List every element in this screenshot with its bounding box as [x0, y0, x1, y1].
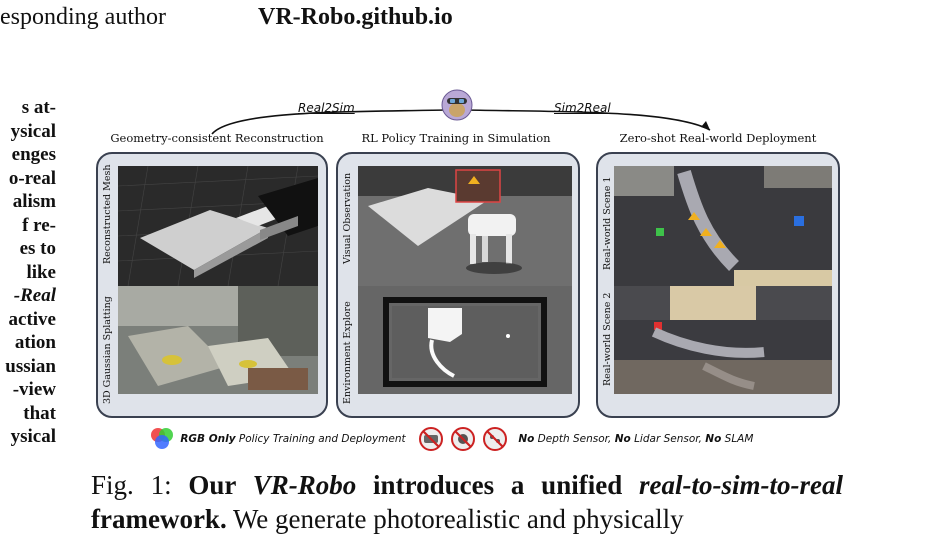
caption-bold-3: framework.	[91, 504, 227, 534]
rgb-only-desc: Policy Training and Deployment	[236, 433, 406, 445]
label-real-world-scene-1: Real-world Scene 1	[602, 177, 613, 270]
left-column-line: s at-	[0, 96, 56, 120]
slam-text: SLAM	[721, 433, 753, 445]
left-column-line: enges	[0, 143, 56, 167]
left-column-line: es to	[0, 237, 56, 261]
left-column-line: o-real	[0, 167, 56, 191]
caption-bold-1: Our	[188, 470, 252, 500]
panel-title-deployment: Zero-shot Real-world Deployment	[598, 131, 838, 145]
caption-bold-2: introduces a unified	[356, 470, 639, 500]
panel-training: Visual Observation Environment Explore	[336, 152, 580, 418]
no-depth-sensor-icon	[420, 428, 442, 450]
left-column-line: like	[0, 261, 56, 285]
left-column-line: ussian	[0, 355, 56, 379]
depth-sensor-text: Depth Sensor,	[534, 433, 614, 445]
no-lidar-sensor-icon	[452, 428, 474, 450]
no-slam-icon	[484, 428, 506, 450]
figure-1: Real2Sim Sim2Real Geometry-consistent Re…	[92, 88, 844, 453]
caption-normal: We generate photorealistic and physicall…	[227, 504, 684, 534]
left-column-line: active	[0, 308, 56, 332]
left-column-line: f re-	[0, 214, 56, 238]
panel-reconstruction: Reconstructed Mesh 3D Gaussian Splatting	[96, 152, 328, 418]
gaussian-splatting-image	[118, 286, 318, 394]
label-real-world-scene-2: Real-world Scene 2	[602, 293, 613, 386]
no-label-1: No	[518, 433, 534, 445]
label-gaussian-splatting: 3D Gaussian Splatting	[102, 296, 113, 404]
left-column-line: alism	[0, 190, 56, 214]
rgb-only-label: RGB Only	[180, 433, 235, 445]
panel-title-reconstruction: Geometry-consistent Reconstruction	[106, 131, 328, 145]
left-column-line: ation	[0, 331, 56, 355]
label-visual-observation: Visual Observation	[342, 173, 353, 264]
caption-fig-label: Fig. 1:	[91, 470, 188, 500]
panel-title-training: RL Policy Training in Simulation	[336, 131, 576, 145]
left-column-line: that	[0, 402, 56, 426]
label-environment-explore: Environment Explore	[342, 301, 353, 404]
caption-vr-robo: VR-Robo	[253, 470, 357, 500]
real-world-scene-2-image	[614, 286, 832, 394]
figure-legend: RGB Only Policy Training and Deployment …	[147, 426, 753, 452]
no-label-2: No	[615, 433, 631, 445]
lidar-sensor-text: Lidar Sensor,	[631, 433, 706, 445]
panel-deployment: Real-world Scene 1 Real-world Scene 2	[596, 152, 840, 418]
reconstructed-mesh-image	[118, 166, 318, 286]
caption-real-to-sim: real-to-sim-to-real	[639, 470, 843, 500]
left-column-line: ysical	[0, 120, 56, 144]
real-world-scene-1-image	[614, 166, 832, 286]
label-reconstructed-mesh: Reconstructed Mesh	[102, 165, 113, 265]
left-column-line: -Real	[0, 284, 56, 308]
no-sensor-icons	[417, 426, 513, 452]
environment-explore-image	[358, 286, 572, 394]
visual-observation-image	[358, 166, 572, 286]
robot-dog-avatar-icon	[442, 90, 472, 120]
project-url[interactable]: VR-Robo.github.io	[258, 4, 453, 31]
real2sim-label: Real2Sim	[298, 101, 355, 115]
sim2real-label: Sim2Real	[554, 101, 611, 115]
header-author-note: esponding author	[0, 4, 166, 31]
left-column-line: -view	[0, 378, 56, 402]
figure-caption: Fig. 1: Our VR-Robo introduces a unified…	[91, 468, 843, 536]
left-column-line: ysical	[0, 425, 56, 449]
rgb-circles-icon	[147, 426, 177, 452]
no-label-3: No	[705, 433, 721, 445]
